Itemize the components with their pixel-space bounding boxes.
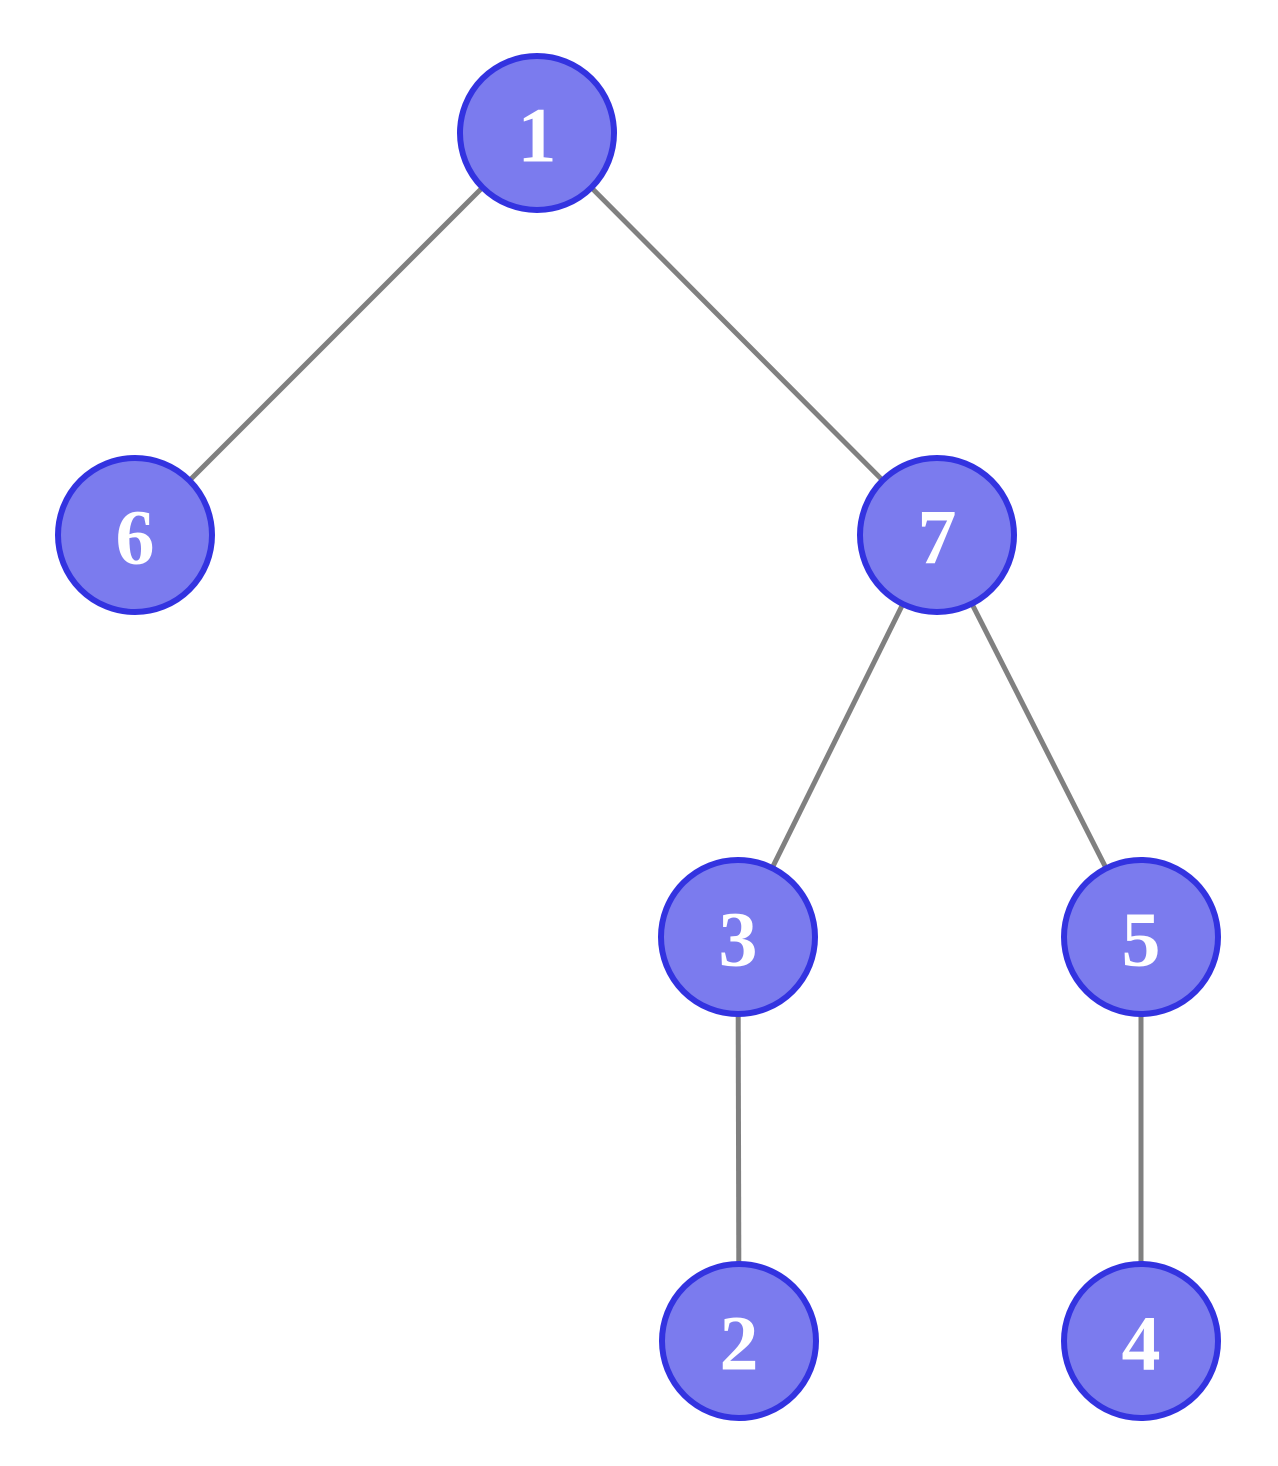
graph-edge-1-6 <box>133 131 539 537</box>
graph-node-1[interactable]: 1 <box>457 53 617 213</box>
node-circle-1[interactable] <box>457 53 617 213</box>
node-label-2: 2 <box>720 1300 759 1387</box>
node-layer: 1 6 7 3 5 2 4 <box>55 53 1221 1421</box>
node-label-7: 7 <box>918 494 957 581</box>
node-circle-5[interactable] <box>1061 857 1221 1017</box>
node-circle-7[interactable] <box>857 455 1017 615</box>
node-label-4: 4 <box>1122 1300 1161 1387</box>
graph-edge-1-7 <box>535 131 939 537</box>
node-label-5: 5 <box>1122 896 1161 983</box>
graph-node-7[interactable]: 7 <box>857 455 1017 615</box>
graph-node-4[interactable]: 4 <box>1061 1261 1221 1421</box>
node-circle-2[interactable] <box>659 1261 819 1421</box>
node-circle-3[interactable] <box>658 857 818 1017</box>
graph-node-3[interactable]: 3 <box>658 857 818 1017</box>
graph-node-5[interactable]: 5 <box>1061 857 1221 1017</box>
graph-node-2[interactable]: 2 <box>659 1261 819 1421</box>
graph-node-6[interactable]: 6 <box>55 455 215 615</box>
node-label-3: 3 <box>719 896 758 983</box>
edge-layer <box>133 131 1144 1342</box>
node-circle-4[interactable] <box>1061 1261 1221 1421</box>
node-label-6: 6 <box>116 494 155 581</box>
node-circle-6[interactable] <box>55 455 215 615</box>
node-label-1: 1 <box>518 92 557 179</box>
